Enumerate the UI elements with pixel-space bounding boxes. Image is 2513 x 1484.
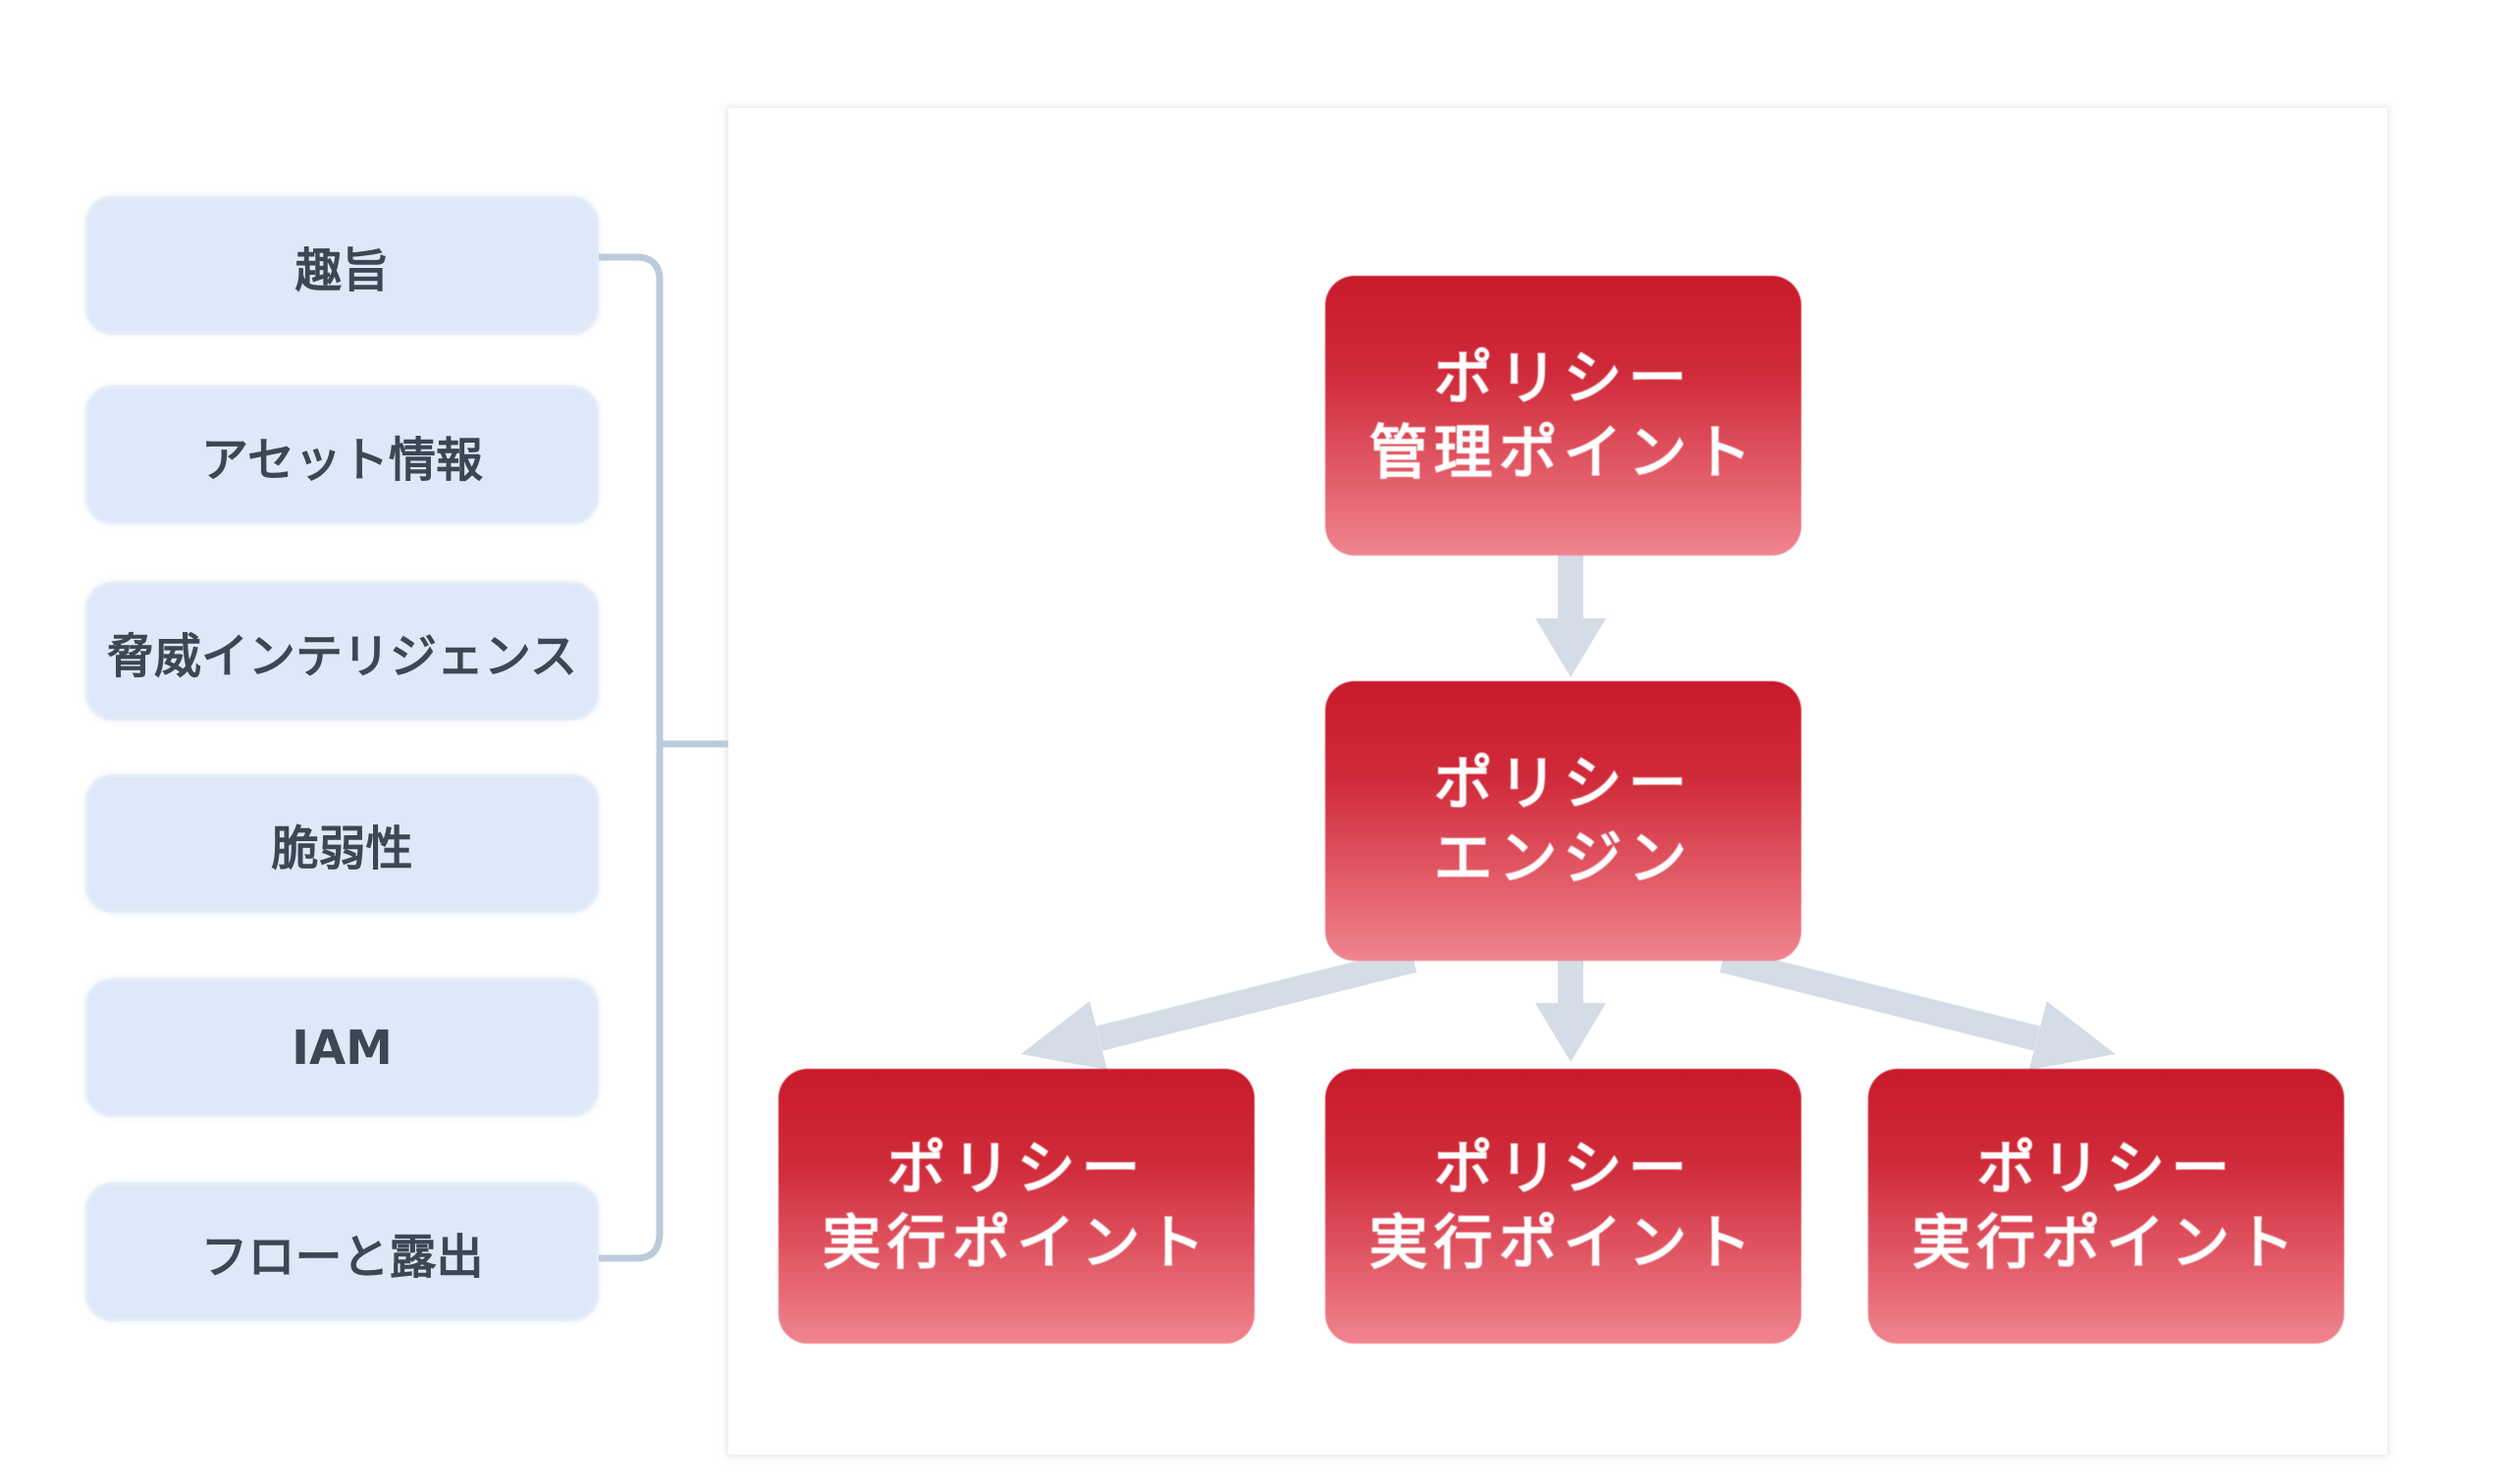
input-vulnerability: 脆弱性 bbox=[85, 774, 599, 913]
node-title: ポリシー bbox=[1433, 749, 1693, 819]
arrow-engine-to-left-shaft bbox=[1096, 947, 1417, 1051]
input-iam: IAM bbox=[85, 979, 599, 1117]
input-label: 趣旨 bbox=[294, 242, 390, 298]
input-label: 脆弱性 bbox=[271, 821, 413, 876]
input-threat-intelligence: 脅威インテリジェンス bbox=[85, 582, 599, 720]
policy-enforcement-point-center: ポリシー 実行ポイント bbox=[1325, 1069, 1801, 1344]
arrow-engine-to-right-shaft bbox=[1719, 947, 2041, 1051]
node-subtitle: 管理ポイント bbox=[1368, 418, 1758, 488]
input-asset-info: アセット情報 bbox=[85, 386, 599, 524]
policy-administration-point: ポリシー 管理ポイント bbox=[1325, 276, 1801, 556]
node-title: ポリシー bbox=[1433, 1135, 1693, 1203]
policy-enforcement-point-right: ポリシー 実行ポイント bbox=[1868, 1069, 2344, 1344]
input-label: 脅威インテリジェンス bbox=[106, 628, 578, 684]
node-title: ポリシー bbox=[1976, 1135, 2236, 1203]
node-title: ポリシー bbox=[1433, 344, 1693, 413]
input-flow-exposure: フローと露出 bbox=[85, 1183, 599, 1321]
node-subtitle: 実行ポイント bbox=[1368, 1209, 1758, 1278]
input-label: アセット情報 bbox=[200, 432, 484, 488]
node-subtitle: 実行ポイント bbox=[822, 1209, 1211, 1278]
node-title: ポリシー bbox=[886, 1135, 1147, 1203]
policy-enforcement-point-left: ポリシー 実行ポイント bbox=[778, 1069, 1255, 1344]
input-label: フローと露出 bbox=[200, 1229, 484, 1285]
arrow-engine-to-center bbox=[1535, 957, 1606, 1062]
node-subtitle: エンジン bbox=[1433, 823, 1693, 893]
arrow-pap-to-engine bbox=[1535, 555, 1606, 677]
input-label: IAM bbox=[292, 1020, 393, 1076]
input-purpose: 趣旨 bbox=[85, 196, 599, 335]
arrow-engine-to-left-head bbox=[1021, 1001, 1107, 1070]
arrow-engine-to-right-head bbox=[2029, 1001, 2115, 1070]
policy-engine: ポリシー エンジン bbox=[1325, 681, 1801, 961]
node-subtitle: 実行ポイント bbox=[1911, 1209, 2301, 1278]
